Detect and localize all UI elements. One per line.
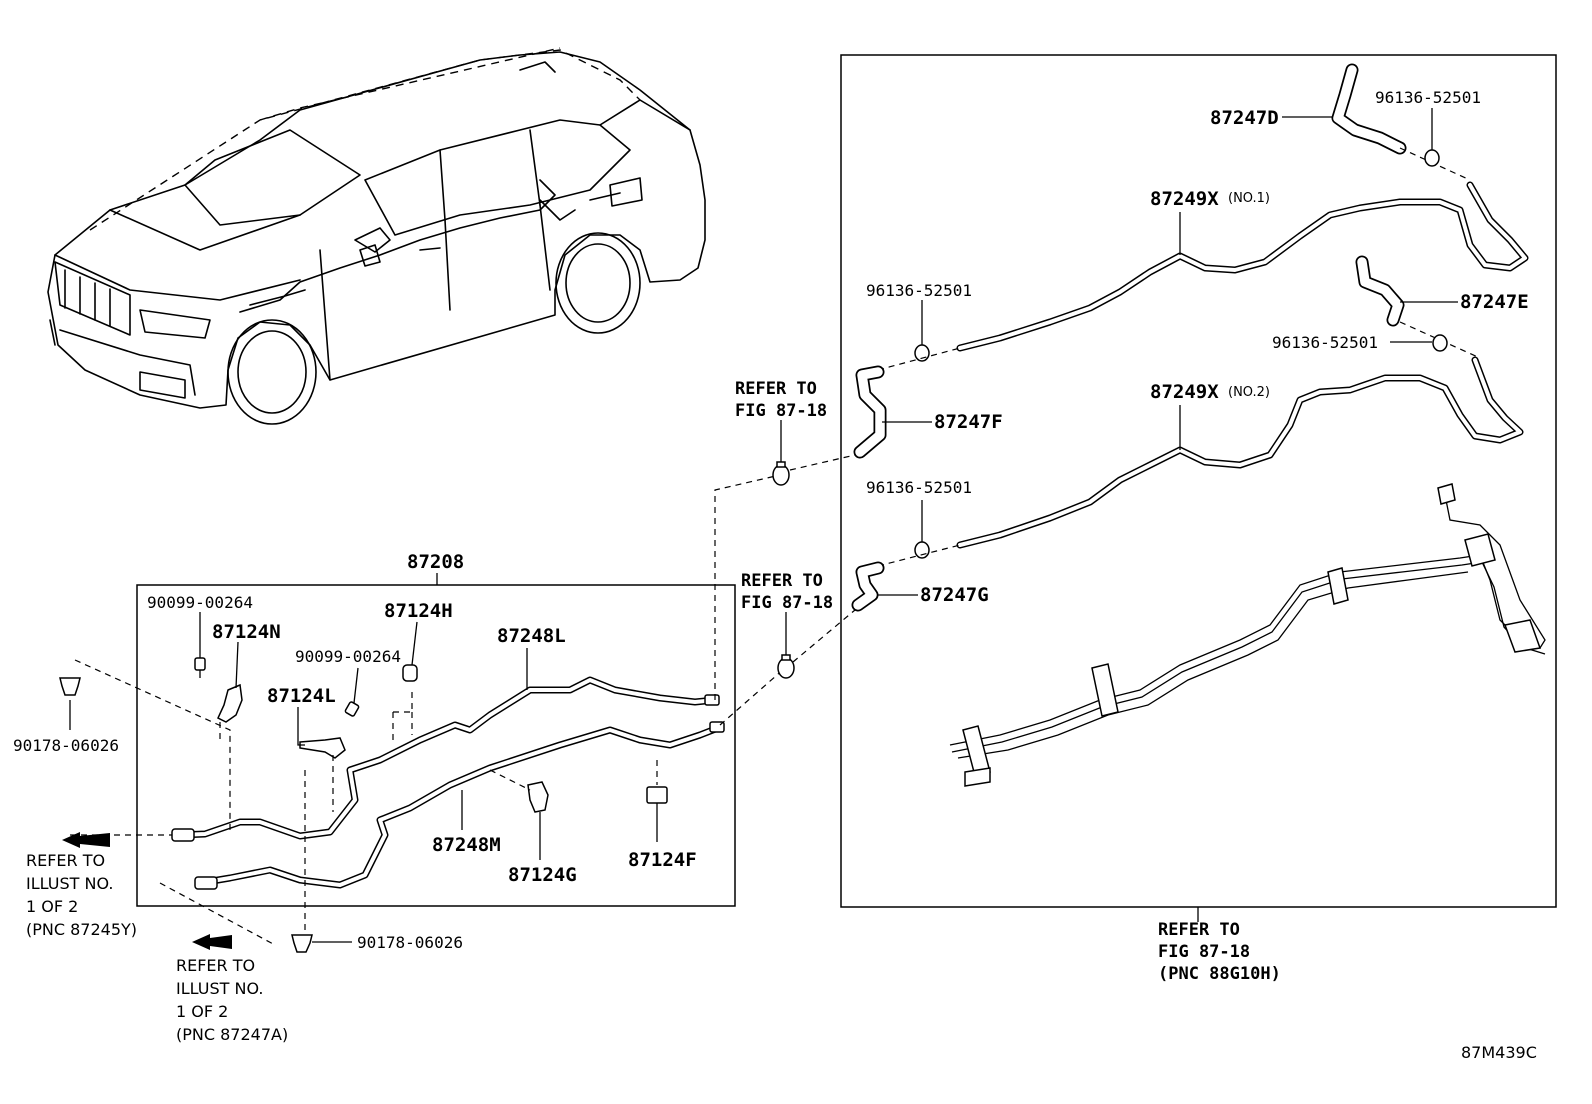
part-label-96136-b: 96136-52501	[866, 281, 972, 300]
part-label-90099-a: 90099-00264	[147, 593, 253, 612]
clip-87124F	[646, 786, 668, 804]
left-arrow-icon	[62, 832, 110, 848]
part-label-96136-c: 96136-52501	[1272, 333, 1378, 352]
figure-code: 87M439C	[1461, 1043, 1537, 1062]
part-label-87124F: 87124F	[628, 849, 697, 871]
pipe-87249X-no1	[956, 181, 1529, 352]
vehicle-illustration	[47, 47, 706, 425]
hose-87247G	[851, 561, 885, 612]
clip-87124H	[402, 664, 418, 682]
bolt-90099-b	[344, 701, 360, 717]
part-label-87248M: 87248M	[432, 834, 501, 856]
part-label-90178-a: 90178-06026	[13, 736, 119, 755]
pipe-87249X-no2	[956, 356, 1524, 549]
assembly-87208-box	[136, 584, 736, 907]
part-label-87248L: 87248L	[497, 625, 566, 647]
bolt-90099-a	[194, 657, 206, 678]
pipe-87248M	[194, 721, 725, 890]
part-label-87247D: 87247D	[1210, 107, 1279, 129]
hose-clamp-icon	[772, 461, 790, 486]
svg-text:REFER TO: REFER TO	[741, 571, 823, 591]
part-label-87249X-no1: 87249X	[1150, 188, 1219, 210]
grommet-90178-b	[291, 934, 313, 953]
part-label-87124G: 87124G	[508, 864, 577, 886]
part-label-87247G: 87247G	[920, 584, 989, 606]
part-label-87124N: 87124N	[212, 621, 281, 643]
part-label-96136-d: 96136-52501	[866, 478, 972, 497]
pipe-87248L	[171, 676, 720, 842]
hose-87247D	[1331, 63, 1407, 155]
svg-text:REFER TO: REFER TO	[176, 956, 255, 975]
part-label-90178-b: 90178-06026	[357, 933, 463, 952]
grommet-90178-a	[59, 677, 81, 696]
part-label-87247F: 87247F	[934, 411, 1003, 433]
svg-text:ILLUST NO.: ILLUST NO.	[26, 874, 113, 893]
part-label-90099-b: 90099-00264	[295, 647, 401, 666]
svg-text:(PNC 88G10H): (PNC 88G10H)	[1158, 964, 1281, 984]
hose-clamp-icon	[1424, 149, 1440, 167]
part-label-87124L: 87124L	[267, 685, 336, 707]
clip-87124G	[527, 781, 549, 813]
part-note-no1: (NO.1)	[1228, 191, 1270, 206]
part-label-96136-a: 96136-52501	[1375, 88, 1481, 107]
svg-text:REFER TO: REFER TO	[735, 379, 817, 399]
hose-clamp-icon	[914, 541, 930, 559]
part-note-no2: (NO.2)	[1228, 385, 1270, 400]
hose-87247F	[853, 365, 887, 459]
svg-text:FIG 87-18: FIG 87-18	[1158, 942, 1250, 962]
ref-fig-lower: REFER TO FIG 87-18	[741, 571, 833, 613]
svg-text:FIG 87-18: FIG 87-18	[741, 593, 833, 613]
clip-87124N	[217, 683, 243, 723]
svg-text:(PNC 87247A): (PNC 87247A)	[176, 1025, 288, 1044]
clip-87124L	[299, 737, 346, 759]
left-arrow-icon	[192, 934, 232, 950]
part-label-87249X-no2: 87249X	[1150, 381, 1219, 403]
svg-text:FIG 87-18: FIG 87-18	[735, 401, 827, 421]
pipe-assembly-88G10H	[949, 483, 1546, 787]
svg-text:REFER TO: REFER TO	[26, 851, 105, 870]
ref-fig-bottom: REFER TO FIG 87-18 (PNC 88G10H)	[1158, 920, 1281, 984]
hose-clamp-icon	[777, 654, 795, 679]
part-label-87247E: 87247E	[1460, 291, 1529, 313]
svg-text:1 OF 2: 1 OF 2	[26, 897, 78, 916]
hose-clamp-icon	[1432, 334, 1448, 352]
svg-text:1 OF 2: 1 OF 2	[176, 1002, 228, 1021]
svg-text:(PNC 87245Y): (PNC 87245Y)	[26, 920, 137, 939]
svg-text:REFER TO: REFER TO	[1158, 920, 1240, 940]
svg-text:ILLUST NO.: ILLUST NO.	[176, 979, 263, 998]
part-label-87208: 87208	[407, 551, 464, 573]
ref-illust-a: REFER TO ILLUST NO. 1 OF 2 (PNC 87245Y)	[26, 851, 137, 939]
ref-illust-b: REFER TO ILLUST NO. 1 OF 2 (PNC 87247A)	[176, 956, 288, 1044]
part-label-87124H: 87124H	[384, 600, 453, 622]
ref-fig-upper: REFER TO FIG 87-18	[735, 379, 827, 421]
hose-87247E	[1355, 255, 1405, 327]
